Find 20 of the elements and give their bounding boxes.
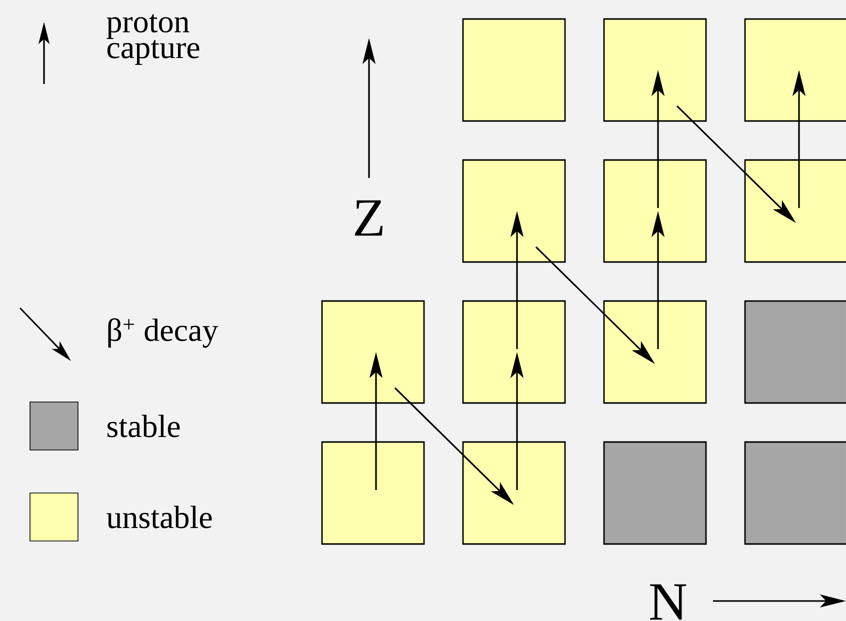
nuclide-box	[321, 441, 425, 545]
legend-label: β$^{+}$ decay	[108, 318, 218, 348]
nuclide-box	[321, 300, 425, 404]
nuclide-box	[744, 300, 846, 404]
nuclide-box	[603, 300, 707, 404]
axis-label: N	[650, 584, 686, 620]
nuclide-box	[744, 159, 846, 263]
nuclide-box	[744, 18, 846, 122]
legend-label: stable	[108, 414, 180, 438]
legend-label: proton capture	[106, 14, 200, 65]
nuclide-box	[603, 441, 707, 545]
nuclide-box	[462, 300, 566, 404]
legend-label: unstable	[106, 506, 212, 528]
nuclide-box	[462, 441, 566, 545]
nuclide-box	[744, 441, 846, 545]
nuclide-box	[462, 159, 566, 263]
nuclide-box	[603, 18, 707, 122]
nuclide-box	[462, 18, 566, 122]
axis-label: Z	[355, 200, 383, 236]
nuclide-box	[603, 159, 707, 263]
